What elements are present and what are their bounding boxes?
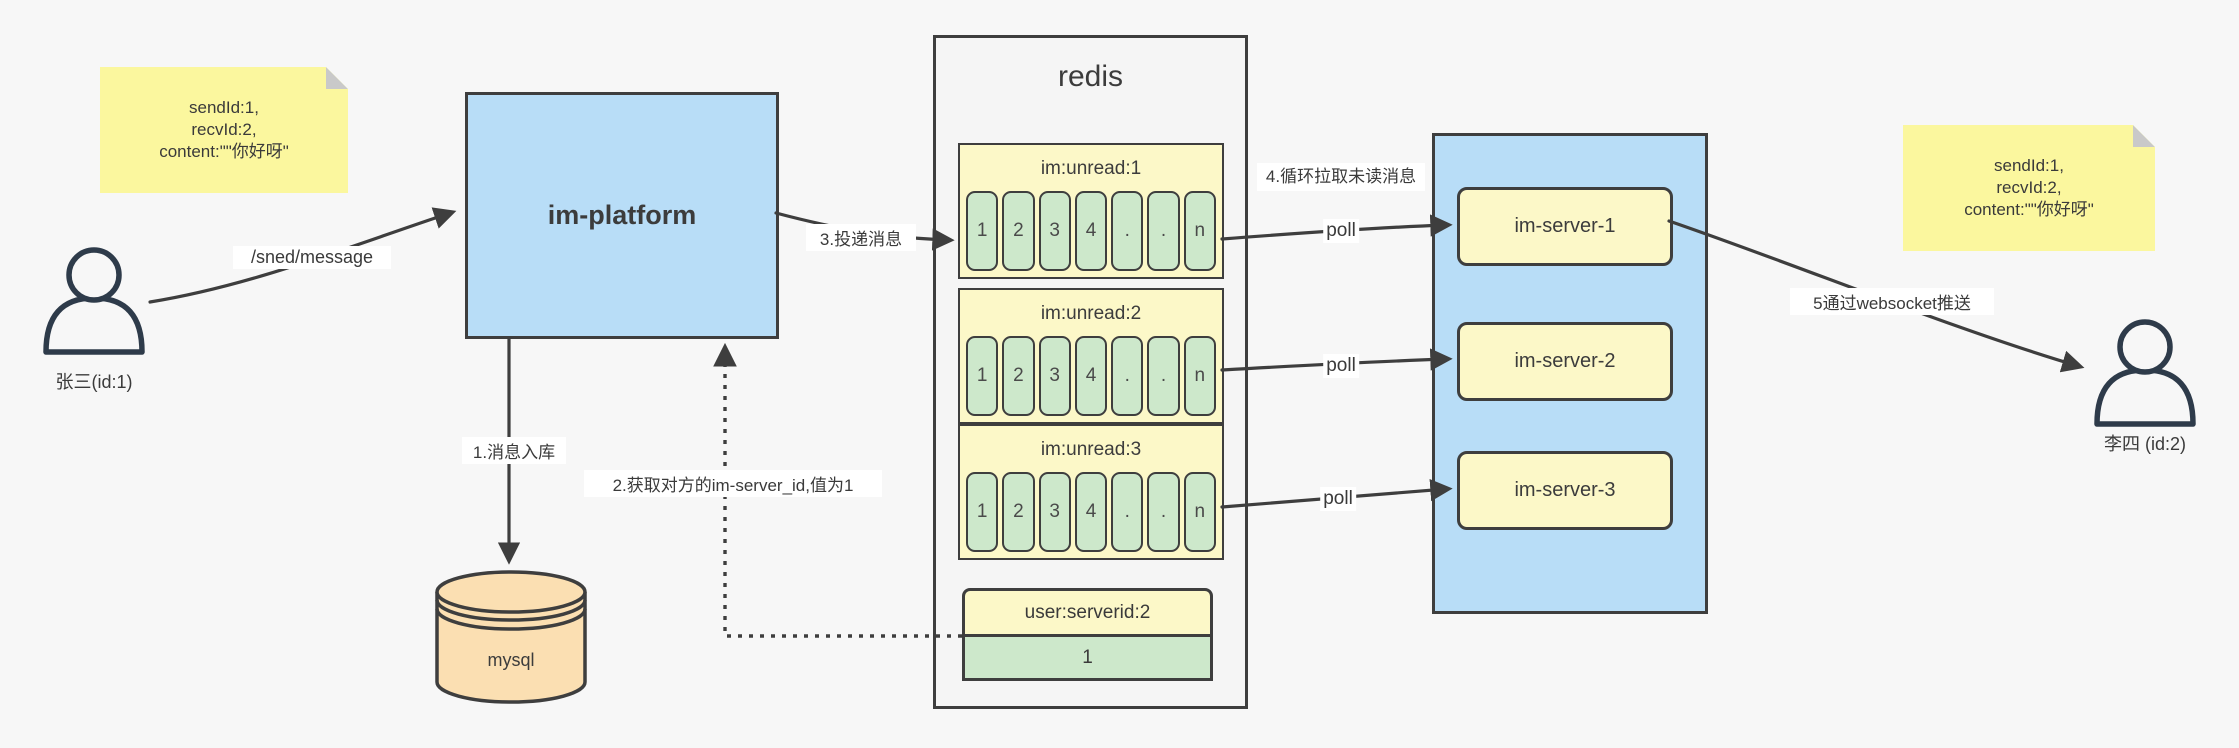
- edge-label-send-message: /sned/message: [233, 246, 391, 269]
- receiver-label: 李四 (id:2): [2103, 434, 2186, 454]
- note-fold-icon: [326, 67, 348, 89]
- edge-label-step1: 1.消息入库: [462, 437, 566, 464]
- queue-title: im:unread:2: [1040, 303, 1142, 324]
- im-server-3-box: im-server-3: [1457, 451, 1673, 530]
- queue-cell: 2: [1002, 191, 1035, 271]
- queue-cell: n: [1183, 191, 1216, 271]
- queue-cell: 1: [966, 472, 999, 552]
- queue-cell: 2: [1002, 336, 1035, 416]
- queue-cell: .: [1147, 336, 1180, 416]
- queue-cell: 4: [1074, 336, 1108, 416]
- sender-label: 张三(id:1): [55, 372, 133, 392]
- queue-im-unread-1: im:unread:1 1 2 3 4 . . n: [958, 143, 1224, 279]
- note-line: sendId:1,: [189, 98, 259, 117]
- note-line: sendId:1,: [1994, 156, 2064, 175]
- note-fold-icon: [2133, 125, 2155, 147]
- queue-im-unread-3: im:unread:3 1 2 3 4 . . n: [958, 424, 1224, 560]
- queue-cell: 1: [966, 336, 999, 416]
- edge-label-step2: 2.获取对方的im-server_id,值为1: [584, 470, 882, 497]
- queue-im-unread-2: im:unread:2 1 2 3 4 . . n: [958, 288, 1224, 424]
- mysql-database-icon: [435, 570, 587, 704]
- queue-cell: .: [1111, 336, 1144, 416]
- queue-cells: 1 2 3 4 . . n: [960, 336, 1222, 422]
- person-icon-sender: [43, 247, 145, 355]
- sticky-note-sender: sendId:1, recvId:2, content:""你好呀": [100, 67, 348, 193]
- queue-title: im:unread:3: [1040, 439, 1142, 460]
- im-platform-title: im-platform: [547, 200, 697, 230]
- queue-title: im:unread:1: [1040, 158, 1142, 179]
- im-platform-box: im-platform: [465, 92, 779, 339]
- edge-label-poll-3: poll: [1320, 487, 1356, 511]
- queue-cells: 1 2 3 4 . . n: [960, 191, 1222, 277]
- queue-cell: 3: [1038, 472, 1071, 552]
- note-line: recvId:2,: [191, 120, 257, 139]
- edge-label-poll-2: poll: [1323, 354, 1359, 378]
- queue-cells: 1 2 3 4 . . n: [960, 472, 1222, 558]
- queue-cell: 2: [1002, 472, 1035, 552]
- mapping-key: user:serverid:2: [962, 588, 1213, 634]
- queue-cell: .: [1147, 472, 1180, 552]
- user-serverid-mapping: user:serverid:2 1: [962, 588, 1213, 681]
- queue-cell: 4: [1074, 191, 1108, 271]
- queue-cell: n: [1183, 472, 1216, 552]
- queue-cell: 3: [1038, 336, 1071, 416]
- person-icon-receiver: [2094, 319, 2196, 427]
- queue-cell: 4: [1074, 472, 1108, 552]
- queue-cell: 3: [1038, 191, 1071, 271]
- queue-cell: n: [1183, 336, 1216, 416]
- mapping-value: 1: [962, 634, 1213, 681]
- edge-label-step3: 3.投递消息: [806, 224, 916, 251]
- note-line: content:""你好呀": [1964, 200, 2094, 219]
- im-server-2-box: im-server-2: [1457, 322, 1673, 401]
- im-server-1-box: im-server-1: [1457, 187, 1673, 266]
- queue-cell: .: [1111, 191, 1144, 271]
- edge-label-step4: 4.循环拉取未读消息: [1257, 163, 1425, 192]
- queue-cell: .: [1111, 472, 1144, 552]
- queue-cell: 1: [966, 191, 999, 271]
- note-line: recvId:2,: [1996, 178, 2062, 197]
- edge-label-step5: 5通过websocket推送: [1790, 288, 1994, 315]
- redis-title: redis: [1057, 60, 1124, 93]
- queue-cell: .: [1147, 191, 1180, 271]
- edge-label-poll-1: poll: [1323, 219, 1359, 243]
- mysql-label: mysql: [487, 650, 535, 670]
- sticky-note-receiver: sendId:1, recvId:2, content:""你好呀": [1903, 125, 2155, 251]
- note-line: content:""你好呀": [159, 142, 289, 161]
